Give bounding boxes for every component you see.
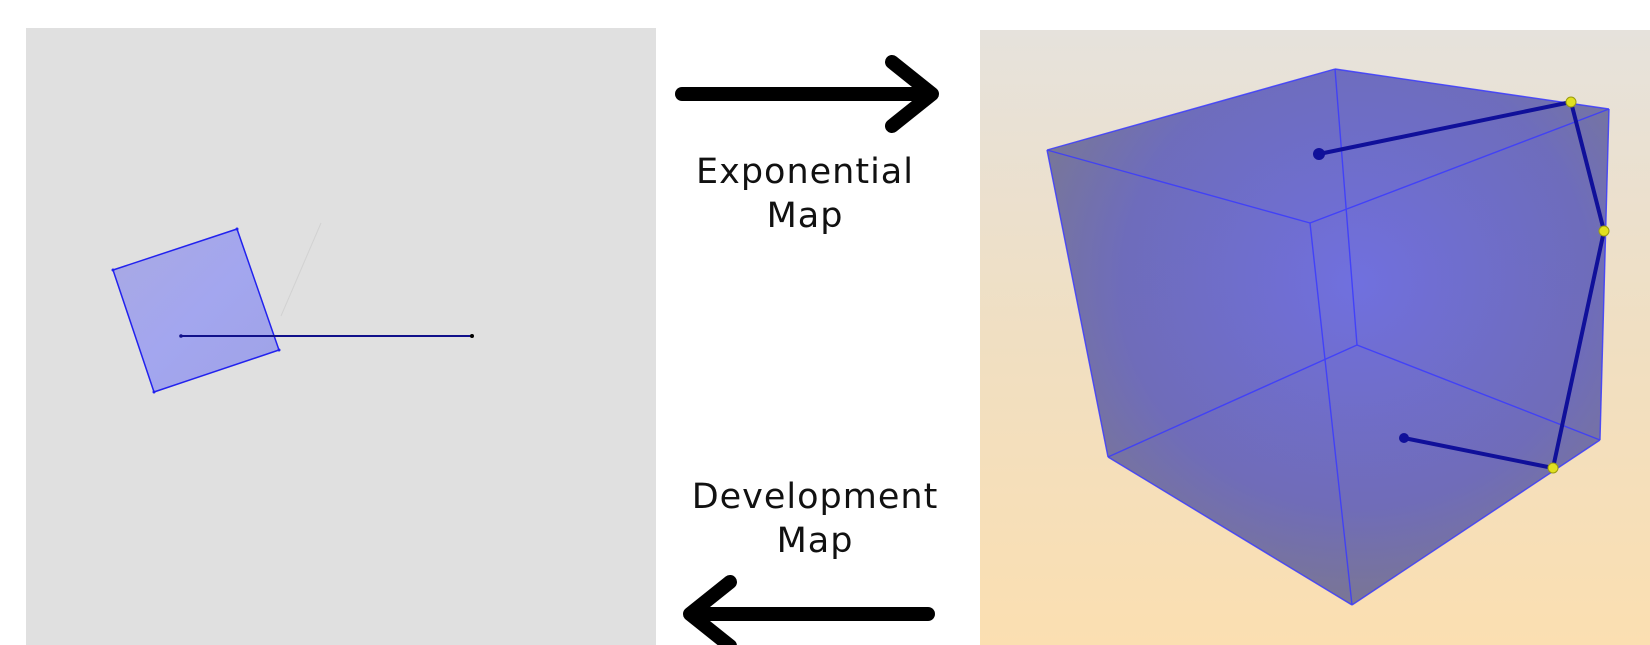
- exponential-map-arrow: [675, 55, 939, 133]
- manifold-panel: [980, 30, 1650, 645]
- development-caption-line1: Development: [691, 477, 939, 517]
- square-corner-point: [277, 348, 281, 352]
- exponential-map-caption: Exponential Map: [665, 150, 945, 238]
- exponential-caption-line1: Exponential: [696, 152, 914, 192]
- cube-edges: [1046, 68, 1610, 606]
- path-start-point: [1313, 148, 1325, 160]
- path-joint-point: [1547, 462, 1559, 474]
- square-corner-point: [152, 390, 156, 394]
- square-corner-point: [111, 268, 115, 272]
- development-map-caption: Development Map: [675, 475, 955, 563]
- vector-start-point: [179, 334, 183, 338]
- exponential-caption-line2: Map: [766, 196, 844, 236]
- path-end-point: [1399, 433, 1409, 443]
- cube-body: [1047, 69, 1609, 605]
- path-joint-point: [1565, 96, 1577, 108]
- square-corner-point: [235, 227, 239, 231]
- tangent-square: [112, 228, 280, 393]
- development-map-arrow: [683, 575, 935, 645]
- development-caption-line2: Map: [776, 521, 854, 561]
- path-joint-point: [1598, 225, 1610, 237]
- vector-end-point: [470, 334, 474, 338]
- tangent-space-panel: [26, 28, 656, 645]
- faint-guide-line: [280, 222, 322, 317]
